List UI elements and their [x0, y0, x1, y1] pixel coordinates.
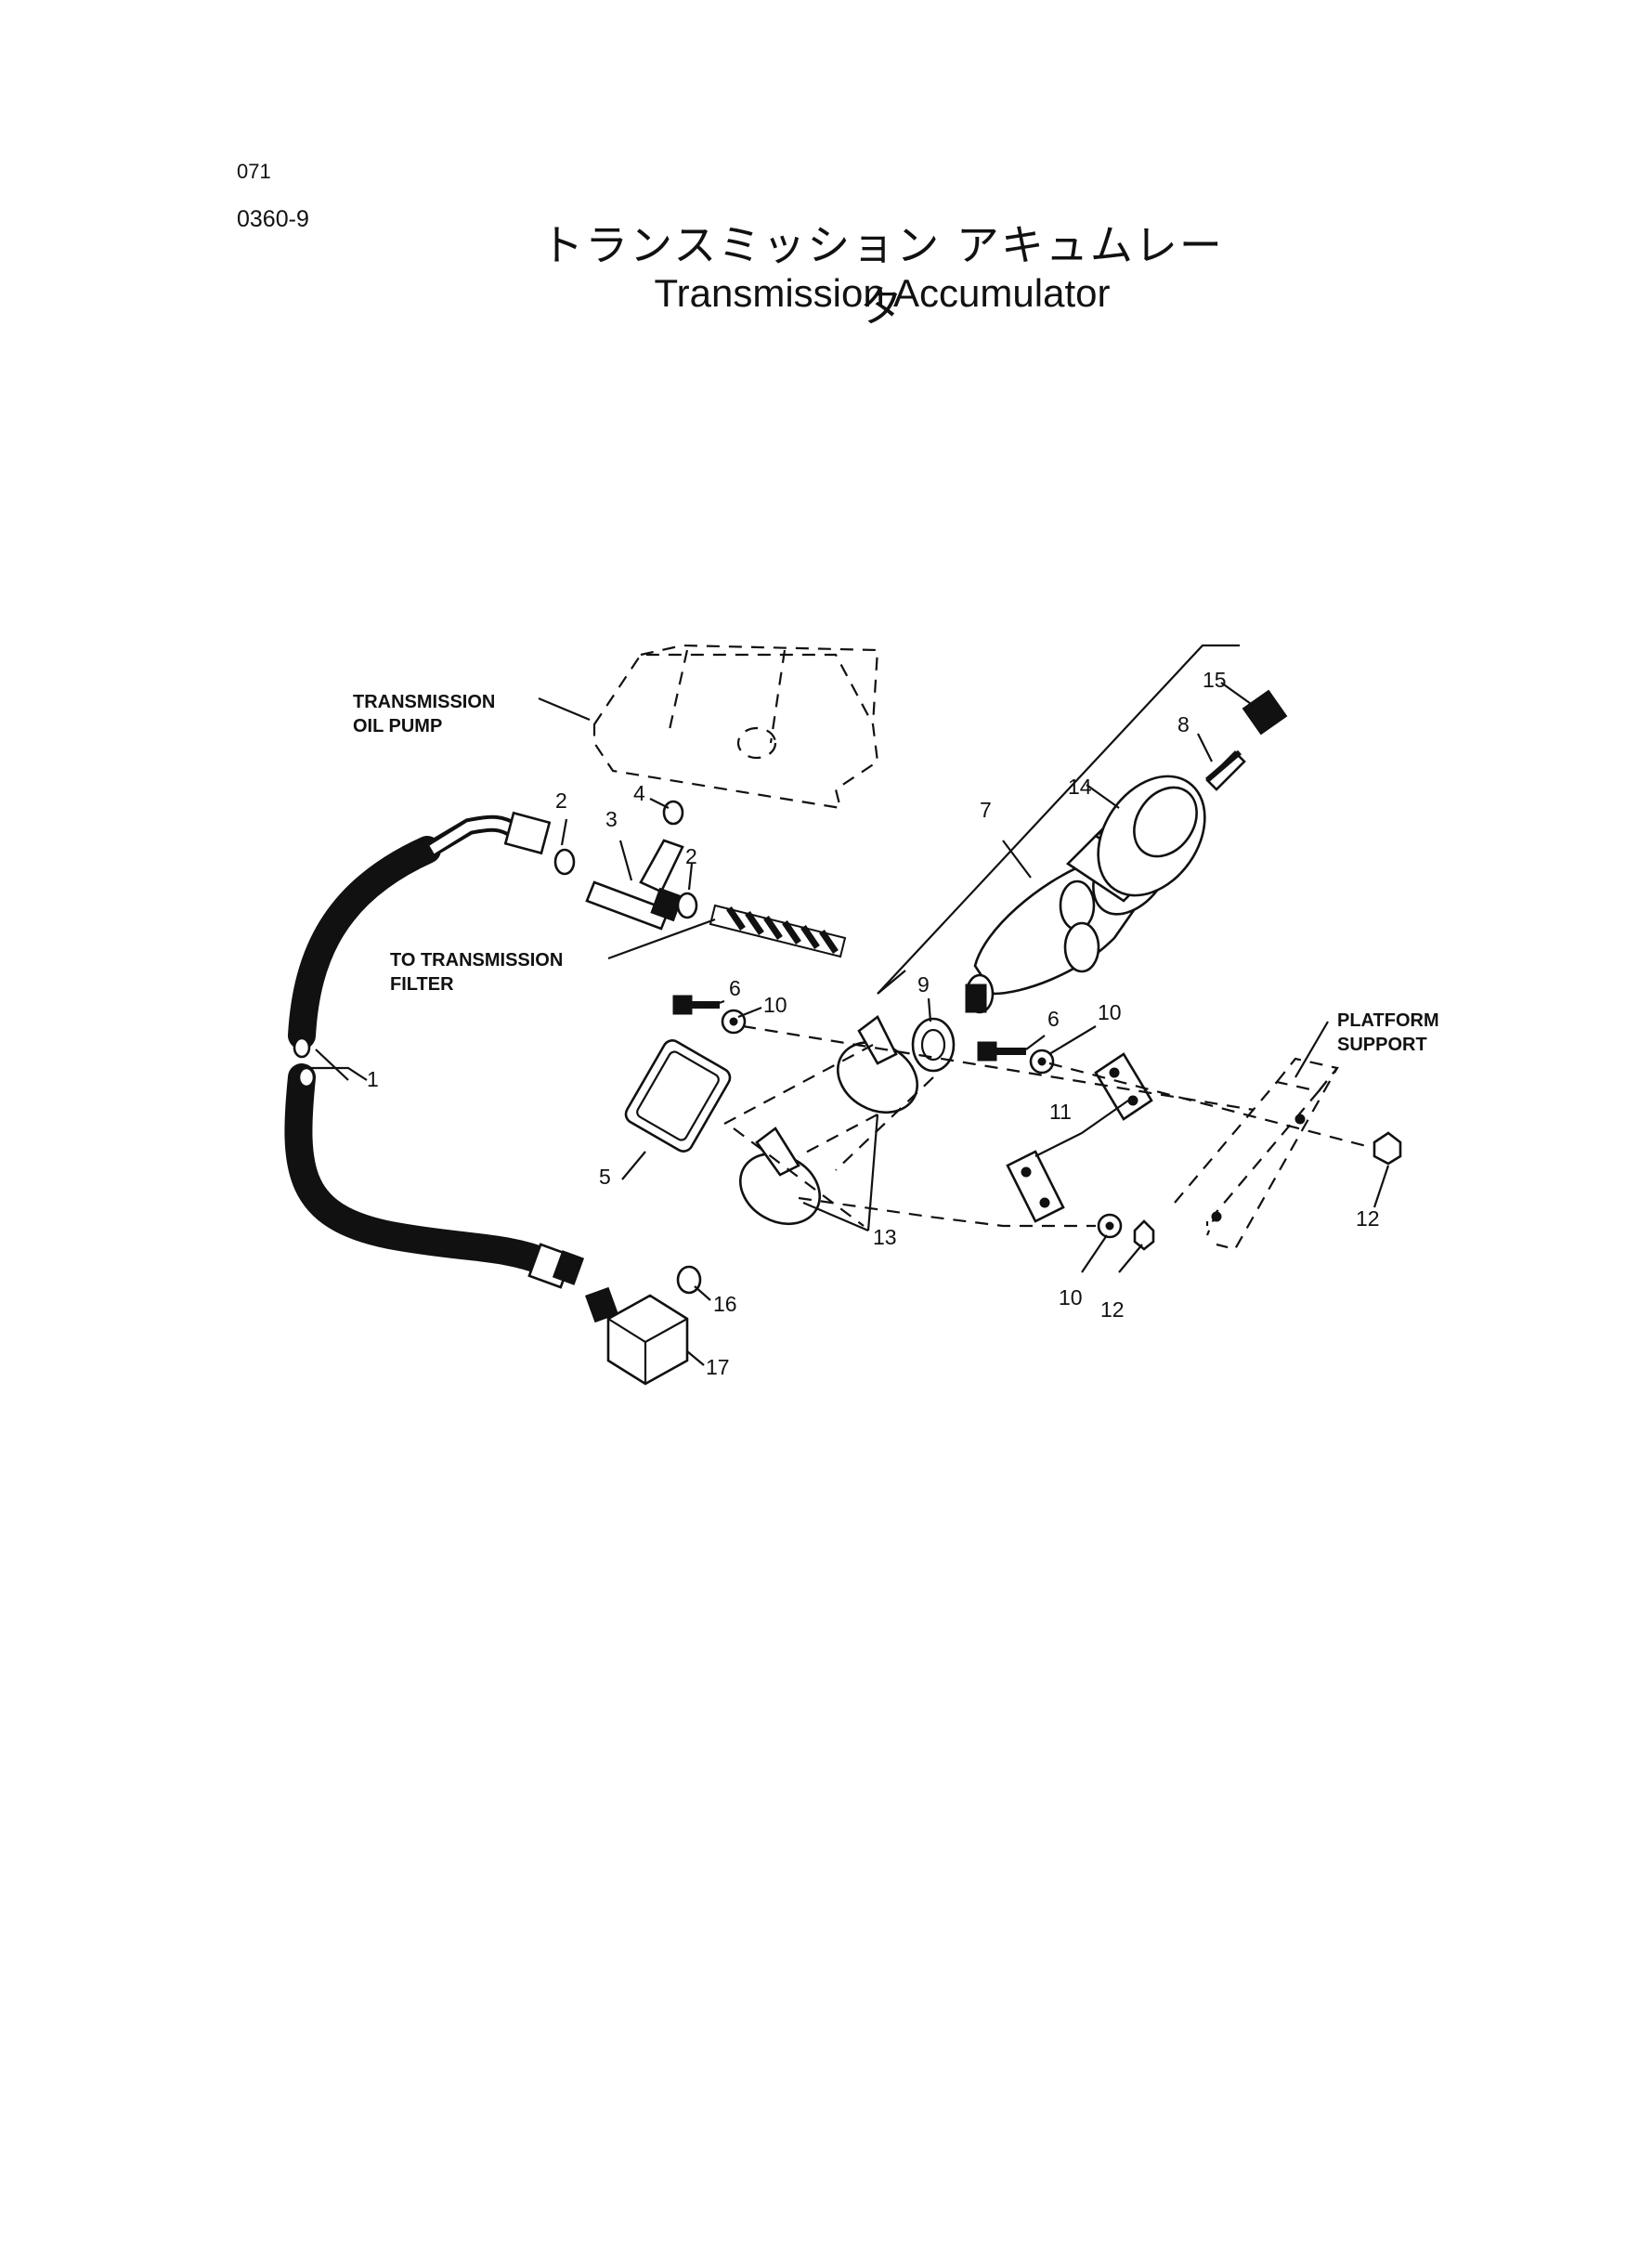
callout-2-upper: 2 — [555, 788, 567, 813]
callout-2-lower: 2 — [685, 844, 697, 868]
callout-15: 15 — [1203, 668, 1227, 692]
charging-valve — [1205, 749, 1246, 791]
label-platform-support-line1: PLATFORM — [1337, 1010, 1439, 1031]
callout-10-left: 10 — [763, 993, 787, 1017]
callout-10-right: 10 — [1098, 1000, 1122, 1024]
page-code-secondary: 0360-9 — [237, 206, 309, 232]
callout-11: 11 — [1049, 1100, 1072, 1124]
callout-16: 16 — [713, 1292, 737, 1316]
callout-7: 7 — [980, 798, 992, 822]
hose-assembly-upper — [288, 811, 552, 1049]
o-ring-lower — [676, 892, 698, 919]
bolt-right — [977, 1041, 1026, 1062]
callout-6-right: 6 — [1047, 1007, 1060, 1031]
transmission-oil-pump-outline — [592, 644, 879, 810]
pad — [624, 1039, 732, 1153]
label-transmission-oil-pump-line2: OIL PUMP — [353, 716, 442, 736]
label-transmission-oil-pump-line1: TRANSMISSION — [353, 692, 495, 712]
hose-assembly-lower — [284, 1063, 585, 1289]
callout-6-left: 6 — [729, 976, 741, 1000]
callout-8: 8 — [1177, 712, 1190, 736]
plate-lower — [1006, 1150, 1065, 1223]
platform-support-outline — [1174, 1057, 1339, 1251]
plate-upper — [1094, 1052, 1153, 1121]
callout-3: 3 — [605, 807, 618, 831]
page-code-primary: 071 — [237, 160, 271, 183]
label-to-transmission-filter-line1: TO TRANSMISSION — [390, 950, 563, 971]
callout-17: 17 — [706, 1355, 730, 1379]
fitting-block — [585, 1286, 689, 1386]
callout-5: 5 — [599, 1165, 611, 1189]
callout-9: 9 — [917, 972, 930, 997]
clamp-lower — [738, 1127, 822, 1226]
transmission-filter-line — [709, 904, 847, 958]
nut-bottom — [1133, 1219, 1155, 1251]
callout-4: 4 — [633, 781, 645, 805]
accumulator-group-bracket — [877, 644, 1240, 995]
valve-cap — [1242, 689, 1288, 736]
title-japanese: トランスミッション アキュムレータ — [540, 220, 1224, 332]
label-platform-support-line2: SUPPORT — [1337, 1035, 1427, 1055]
leader-lines — [311, 682, 1390, 1366]
callout-1: 1 — [367, 1067, 379, 1091]
callout-13: 13 — [873, 1225, 897, 1249]
callout-12-right: 12 — [1356, 1206, 1380, 1231]
bushing — [911, 1017, 956, 1073]
hose-end-ring-lower — [297, 1066, 316, 1088]
hose-end-ring-upper — [293, 1036, 311, 1059]
nut-right — [1372, 1131, 1402, 1166]
o-ring-upper — [553, 848, 576, 876]
callout-12-bottom: 12 — [1100, 1297, 1125, 1322]
callout-14: 14 — [1068, 775, 1092, 799]
label-to-transmission-filter-line2: FILTER — [390, 974, 454, 995]
title-english: Transmission Accumulator — [654, 271, 1111, 315]
tee-fitting — [585, 839, 684, 931]
callout-10-bottom: 10 — [1059, 1285, 1083, 1309]
assembly-dashed-lines — [723, 1024, 1371, 1228]
o-ring-pump — [662, 800, 684, 826]
clamp-upper — [836, 1015, 919, 1114]
large-o-ring — [1133, 786, 1198, 858]
